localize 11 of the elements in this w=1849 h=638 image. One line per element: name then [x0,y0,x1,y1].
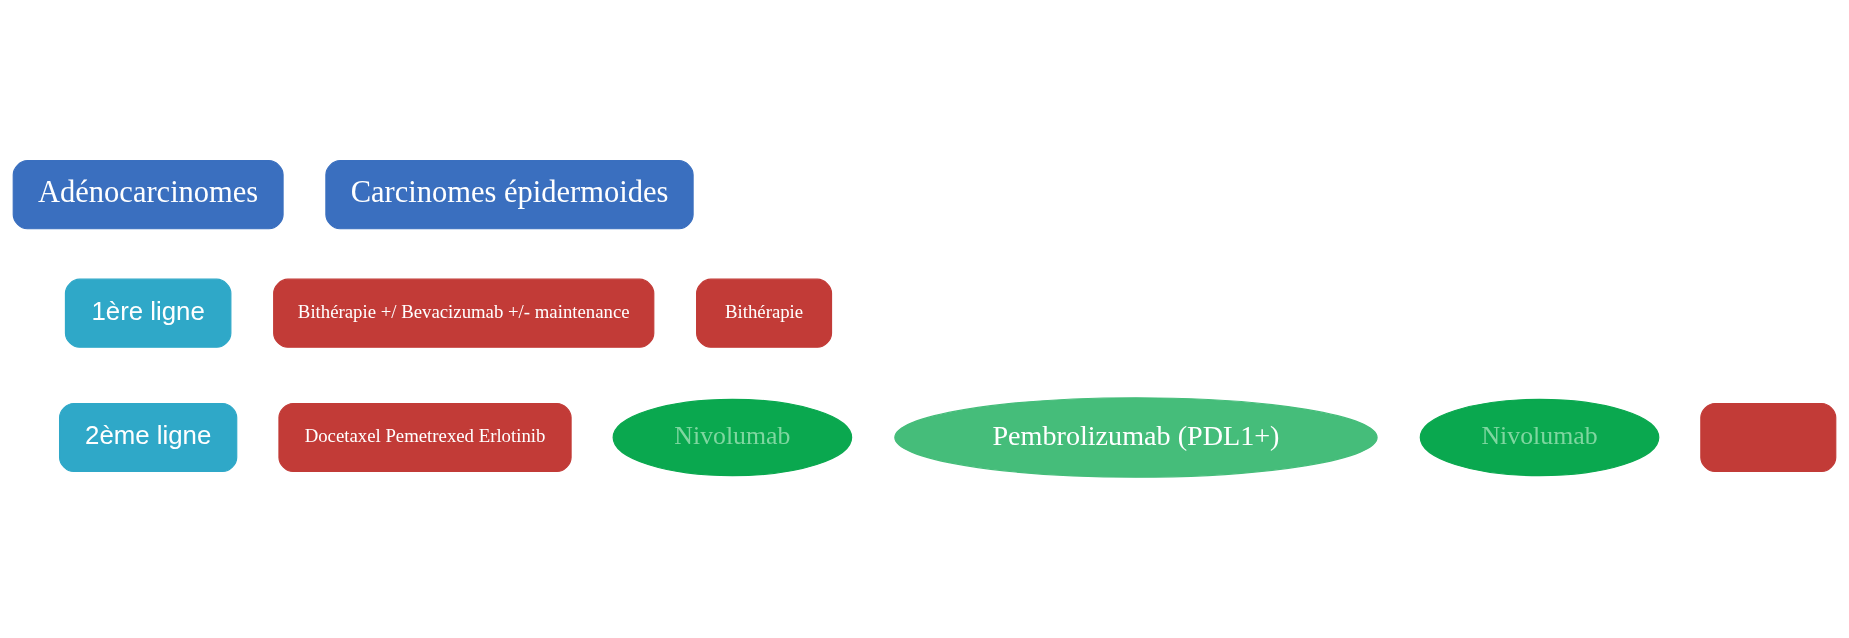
node-ellipse: Pembrolizumab (PDL1+) [894,397,1378,478]
node-ellipse: Nivolumab [612,398,853,477]
node-box: 2ème ligne [59,402,238,473]
node-box: Bithérapie [696,278,833,348]
node-box: Adénocarcinomes [12,160,284,230]
node-box: Bithérapie +/ Bevacizumab +/- maintenance [273,278,655,348]
node-box [1700,402,1837,473]
node-ellipse: Nivolumab [1419,398,1660,477]
node-box: 1ère ligne [64,278,232,348]
node-box: Carcinomes épidermoides [325,160,694,230]
node-box: Docetaxel Pemetrexed Erlotinib [278,402,572,473]
